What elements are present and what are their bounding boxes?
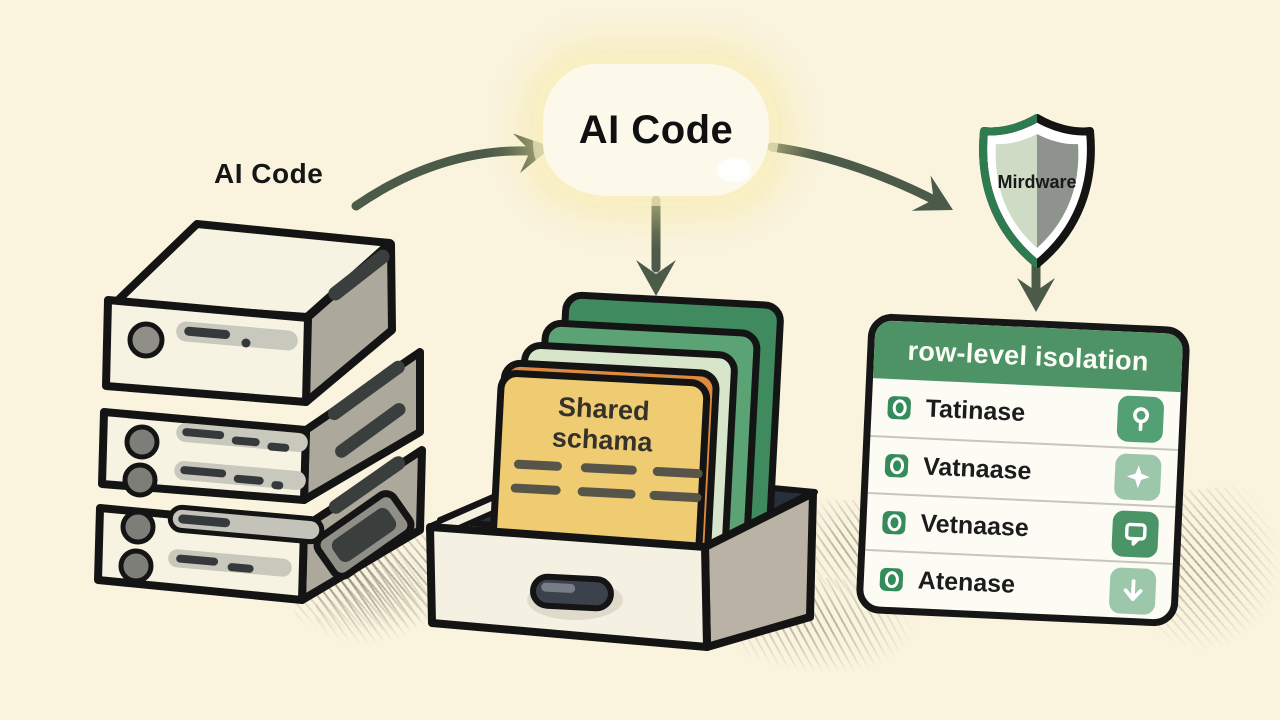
chat-bubble-icon [1111, 509, 1160, 558]
ai-code-bubble: AI Code [543, 64, 769, 196]
server-front-details [118, 321, 325, 584]
pin-icon [1116, 394, 1165, 443]
flow-arrows [351, 133, 1055, 312]
database-bullet-icon [884, 453, 909, 478]
row-level-isolation-table: row-level isolation Tatinase Vatnaase Ve… [855, 312, 1191, 628]
arrow-bubble-to-shield [767, 142, 943, 207]
shield-label: Mirdware [997, 172, 1077, 192]
folder-dash-lines [510, 459, 703, 503]
bubble-label: AI Code [578, 107, 734, 152]
server-stack [94, 220, 426, 604]
row-name: Vetnaase [919, 509, 1030, 543]
database-bullet-icon [881, 510, 906, 535]
move-star-icon [1113, 452, 1162, 501]
down-arrow-icon [1108, 566, 1157, 615]
row-name: Atenase [917, 566, 1016, 599]
server-stack-label: AI Code [214, 158, 324, 189]
server-side-vents [327, 249, 406, 514]
table-row: Tatinase [870, 378, 1180, 449]
shared-schema-label: Shared schama [551, 391, 654, 458]
row-name: Tatinase [925, 394, 1026, 428]
shield-icon [979, 114, 1095, 268]
row-name: Vatnaase [922, 452, 1033, 486]
table-row: Vatnaase [867, 435, 1179, 506]
table-row: Vetnaase [865, 491, 1176, 563]
database-bullet-icon [879, 567, 904, 592]
database-bullet-icon [887, 395, 912, 420]
arrow-stack-to-bubble [351, 146, 535, 211]
bubble-highlight [717, 158, 751, 182]
folder-stack [489, 291, 784, 567]
drawer-box [426, 291, 818, 651]
table-row: Atenase [862, 548, 1173, 620]
